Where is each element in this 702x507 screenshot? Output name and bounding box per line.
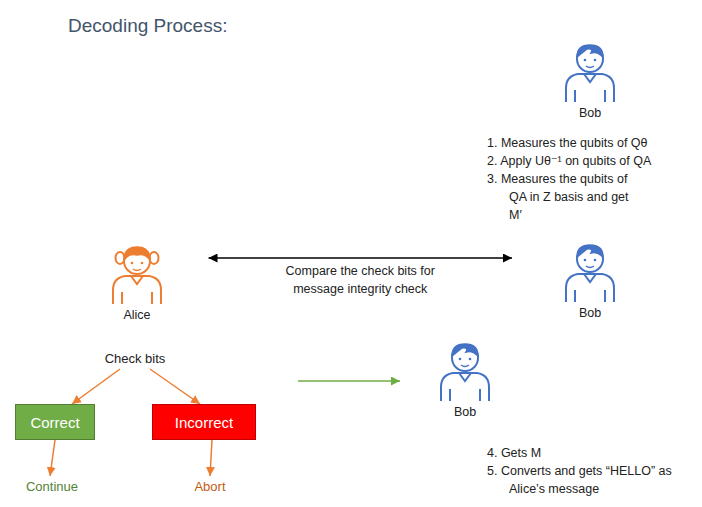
node-label: Continue [26, 479, 78, 494]
node-label: Check bits [105, 351, 166, 366]
alice-figure-node: Alice [66, 240, 209, 322]
outcome-text-node: Abort [186, 476, 234, 497]
bob-figure-node: Bob [550, 38, 630, 120]
node-label: Abort [194, 479, 225, 494]
outcome-arrow [210, 440, 212, 476]
node-label: Bob [454, 405, 476, 419]
outcome-text-node: Continue [18, 476, 87, 497]
diagram-title: Decoding Process: [68, 15, 227, 37]
bob-figure [441, 344, 489, 401]
bob-figure [566, 45, 614, 102]
node-label: Incorrect [175, 414, 233, 431]
double-arrow [209, 257, 513, 259]
node-label: Correct [30, 414, 79, 431]
result-box: Correct [15, 404, 95, 440]
alice-figure [113, 247, 161, 304]
node-label: Bob [579, 106, 601, 120]
proceed-arrow [298, 380, 400, 382]
check-bits-node: Check bits [97, 348, 174, 369]
step-text: 2. Apply Uθ⁻¹ on qubits of QA [487, 152, 687, 170]
branch-arrow [72, 369, 120, 404]
result-box: Incorrect [152, 404, 256, 440]
branch-arrow [150, 369, 200, 404]
node-label: Alice [123, 308, 150, 322]
step-text: 4. Gets M [487, 444, 687, 462]
step-text: 5. Converts and gets “HELLO” as Alice’s … [487, 462, 672, 498]
bob-figure-node: Bob [512, 238, 668, 320]
step-text: 3. Measures the qubits of QA in Z basis … [487, 170, 644, 224]
bob-figure-node: Bob [425, 337, 505, 419]
connector-label: Compare the check bits for message integ… [282, 262, 438, 298]
step-text: 1. Measures the qubits of Qθ [487, 134, 687, 152]
bob-figure [566, 245, 614, 302]
outcome-arrow [50, 440, 55, 476]
node-label: Bob [579, 306, 601, 320]
